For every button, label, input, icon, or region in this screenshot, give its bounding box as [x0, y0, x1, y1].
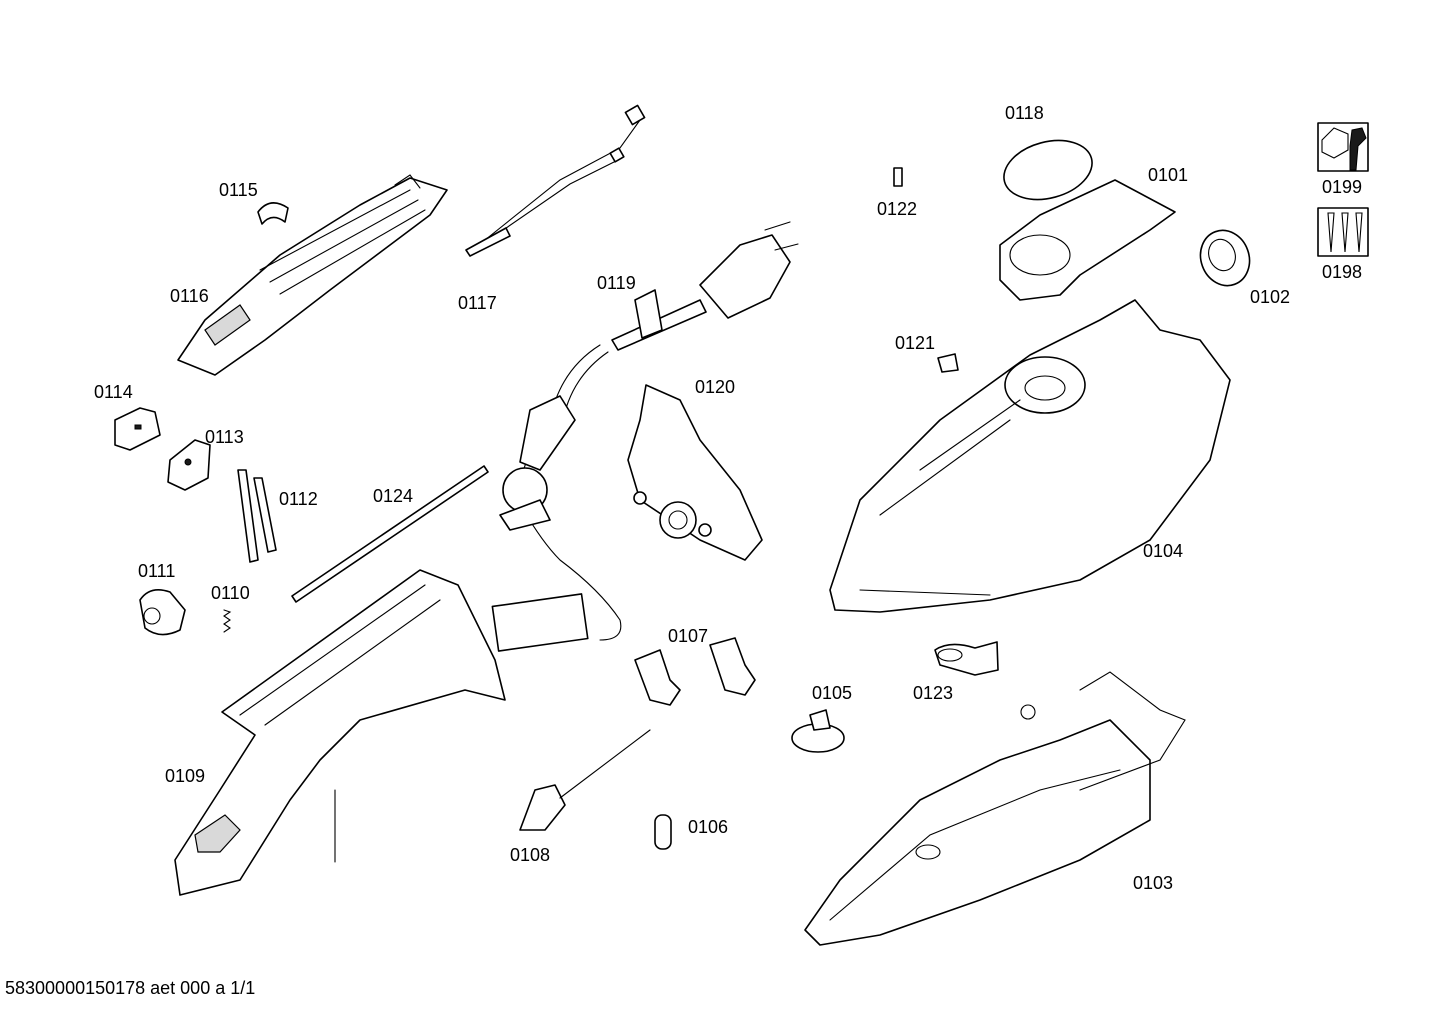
part-0109-handle-housing[interactable] [174, 569, 506, 896]
part-0124-rod[interactable] [291, 465, 489, 603]
part-0103-soleplate[interactable] [804, 671, 1186, 946]
label-0108: 0108 [510, 845, 550, 865]
part-0121-cap[interactable] [937, 353, 959, 373]
part-0120-rear-cover[interactable] [627, 384, 763, 561]
label-0101: 0101 [1148, 165, 1188, 185]
part-0102-ring[interactable] [1193, 223, 1257, 292]
label-0199: 0199 [1322, 177, 1362, 197]
label-0105: 0105 [812, 683, 852, 703]
screws-icon [1317, 207, 1369, 257]
label-0198: 0198 [1322, 262, 1362, 282]
part-0115-button[interactable] [257, 202, 289, 225]
part-0107-valves[interactable] [634, 637, 756, 706]
part-0105-disc[interactable] [791, 709, 845, 753]
part-0111-knob[interactable] [139, 589, 186, 636]
part-0108-nozzle[interactable] [519, 729, 651, 831]
label-0116: 0116 [170, 286, 209, 306]
label-0115: 0115 [219, 180, 258, 200]
label-0111: 0111 [138, 561, 175, 581]
part-0113-knob[interactable] [167, 439, 211, 491]
label-0102: 0102 [1250, 287, 1290, 307]
part-0119-plug[interactable] [611, 221, 799, 351]
label-0114: 0114 [94, 382, 133, 402]
label-0120: 0120 [695, 377, 735, 397]
part-cord[interactable] [499, 344, 622, 641]
wrench-nut-icon [1317, 122, 1369, 172]
part-0122-screw[interactable] [893, 167, 903, 187]
part-0106-sleeve[interactable] [654, 814, 672, 850]
part-0116-handle-cover[interactable] [177, 174, 448, 376]
label-0103: 0103 [1133, 873, 1173, 893]
label-0113: 0113 [205, 427, 244, 447]
label-0117: 0117 [458, 293, 497, 313]
label-0124: 0124 [373, 486, 413, 506]
part-0110-spring[interactable] [223, 609, 232, 633]
part-0101-tank-lid[interactable] [999, 179, 1176, 301]
label-0110: 0110 [211, 583, 250, 603]
part-0104-main-housing[interactable] [829, 299, 1231, 613]
label-0121: 0121 [895, 333, 935, 353]
part-0112-pins[interactable] [237, 469, 277, 563]
part-0114-knob[interactable] [114, 407, 161, 451]
label-0123: 0123 [913, 683, 953, 703]
part-0123-clamp[interactable] [934, 641, 999, 676]
label-0118: 0118 [1005, 103, 1044, 123]
part-connector[interactable] [491, 593, 589, 652]
part-0117-cable[interactable] [465, 104, 646, 257]
label-0119: 0119 [597, 273, 636, 293]
label-0112: 0112 [279, 489, 318, 509]
document-id-footer: 58300000150178 aet 000 a 1/1 [5, 978, 256, 998]
label-0107: 0107 [668, 626, 708, 646]
label-0122: 0122 [877, 199, 917, 219]
label-0109: 0109 [165, 766, 205, 786]
part-0118-disc[interactable] [997, 131, 1098, 208]
label-0104: 0104 [1143, 541, 1183, 561]
label-0106: 0106 [688, 817, 728, 837]
